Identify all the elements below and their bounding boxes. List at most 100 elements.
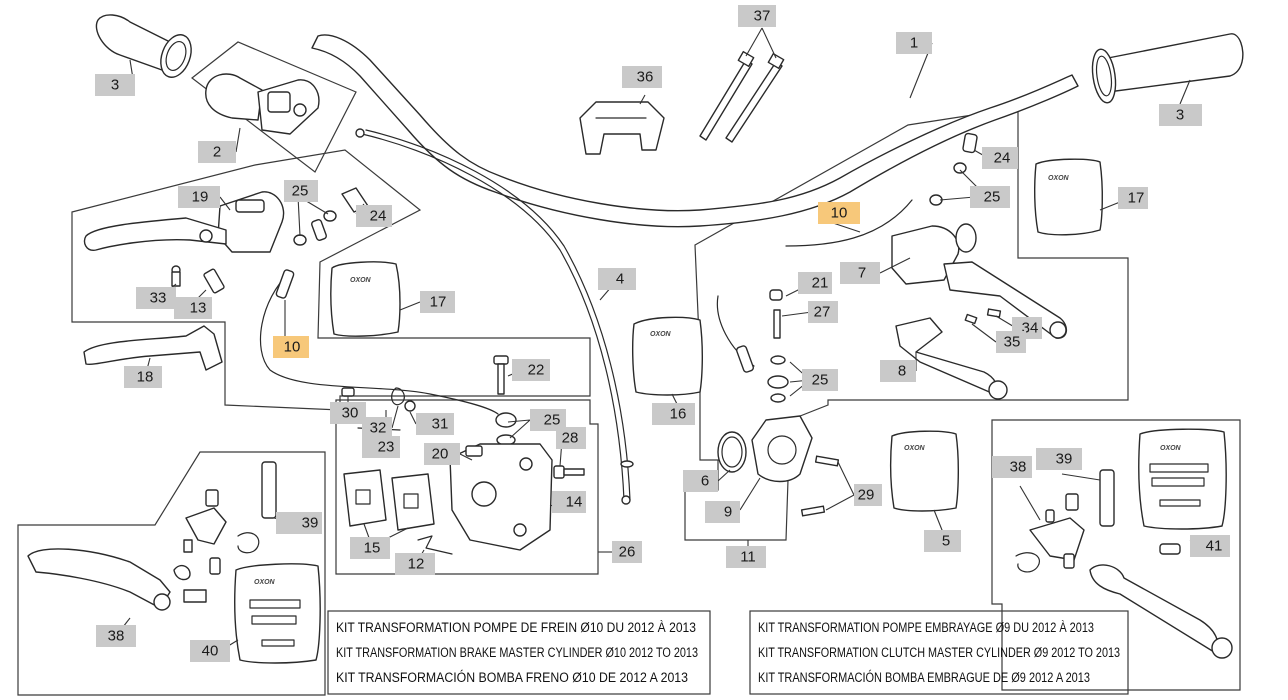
callout-24-right: 24 bbox=[982, 147, 1018, 169]
callout-10-left: 10 bbox=[273, 336, 309, 358]
svg-text:30: 30 bbox=[342, 405, 359, 422]
kit-captions: KIT TRANSFORMATION POMPE DE FREIN Ø10 DU… bbox=[336, 620, 1120, 685]
svg-text:25: 25 bbox=[544, 412, 561, 429]
kit-caption-box-clutch bbox=[749, 610, 1129, 695]
brake-master-cylinder bbox=[83, 191, 285, 253]
brake-kit-bag: OXON bbox=[234, 563, 321, 664]
brake-kit-caption-es: KIT TRANSFORMACIÓN BOMBA FRENO Ø10 DE 20… bbox=[336, 670, 688, 685]
brake-kit-bag-brand: OXON bbox=[254, 579, 276, 586]
svg-text:14: 14 bbox=[566, 494, 583, 511]
callout-7: 7 bbox=[840, 262, 880, 284]
svg-text:38: 38 bbox=[108, 628, 125, 645]
bag-middle-brand: OXON bbox=[650, 331, 672, 338]
callout-23: 23 bbox=[362, 436, 400, 458]
svg-text:12: 12 bbox=[408, 556, 425, 573]
group-outline-brake-pump bbox=[71, 149, 591, 411]
svg-text:25: 25 bbox=[292, 183, 309, 200]
svg-text:11: 11 bbox=[740, 549, 756, 566]
svg-text:5: 5 bbox=[942, 533, 950, 550]
callout-35: 35 bbox=[996, 331, 1026, 353]
svg-text:39: 39 bbox=[302, 515, 319, 532]
callout-17-left: 17 bbox=[420, 291, 455, 313]
svg-text:13: 13 bbox=[190, 300, 207, 317]
svg-text:21: 21 bbox=[812, 275, 829, 292]
svg-text:9: 9 bbox=[724, 504, 732, 521]
svg-text:8: 8 bbox=[898, 363, 906, 380]
svg-text:38: 38 bbox=[1010, 459, 1027, 476]
callout-38-right: 38 bbox=[992, 456, 1032, 478]
svg-text:31: 31 bbox=[432, 416, 449, 433]
left-brake-hose bbox=[259, 271, 499, 415]
svg-text:39: 39 bbox=[1056, 451, 1073, 468]
parts: OXON bbox=[27, 14, 1244, 664]
right-hose-fitting bbox=[736, 345, 754, 373]
callout-8: 8 bbox=[880, 360, 916, 382]
callout-21: 21 bbox=[798, 272, 832, 294]
svg-text:25: 25 bbox=[812, 372, 829, 389]
callout-20: 20 bbox=[424, 443, 460, 465]
callout-39-left: 39 bbox=[276, 512, 322, 534]
cable-ties bbox=[699, 50, 785, 143]
svg-text:3: 3 bbox=[1176, 107, 1184, 124]
pad-pin bbox=[417, 535, 453, 555]
brake-lever bbox=[83, 325, 223, 371]
callout-39-right: 39 bbox=[1036, 448, 1082, 470]
callout-1: 1 bbox=[896, 32, 932, 54]
callout-15: 15 bbox=[350, 537, 390, 559]
callout-16: 16 bbox=[652, 403, 695, 425]
long-brake-hose bbox=[355, 128, 634, 505]
group-outline-throttle bbox=[191, 41, 357, 173]
svg-text:10: 10 bbox=[831, 205, 848, 222]
brake-pads bbox=[343, 469, 435, 531]
callout-27: 27 bbox=[808, 301, 838, 323]
svg-text:10: 10 bbox=[284, 339, 301, 356]
left-grip bbox=[95, 14, 192, 78]
small-screws-34-35 bbox=[964, 308, 1002, 325]
svg-text:24: 24 bbox=[370, 208, 387, 225]
group-outline-brake-kit bbox=[17, 451, 326, 696]
svg-text:16: 16 bbox=[670, 406, 687, 423]
callout-22: 22 bbox=[512, 359, 550, 381]
callout-25-right-bottom: 25 bbox=[802, 369, 838, 391]
clutch-kit-caption-fr: KIT TRANSFORMATION POMPE EMBRAYAGE Ø9 DU… bbox=[758, 620, 1094, 635]
group-outline-caliper bbox=[335, 399, 599, 575]
callout-17-right: 17 bbox=[1118, 187, 1148, 209]
svg-text:18: 18 bbox=[137, 369, 154, 386]
slave-cylinder-bolts bbox=[800, 455, 840, 517]
svg-text:17: 17 bbox=[430, 294, 447, 311]
bag-right: OXON bbox=[1033, 158, 1104, 236]
callout-36: 36 bbox=[622, 66, 662, 88]
svg-text:25: 25 bbox=[984, 189, 1001, 206]
callout-31: 31 bbox=[416, 413, 454, 435]
svg-text:27: 27 bbox=[814, 304, 831, 321]
callout-2: 2 bbox=[198, 141, 236, 163]
clutch-lever bbox=[895, 317, 1008, 400]
brake-kit-caption-en: KIT TRANSFORMATION BRAKE MASTER CYLINDER… bbox=[336, 645, 698, 660]
callout-37: 37 bbox=[738, 5, 776, 27]
callout-9: 9 bbox=[705, 501, 740, 523]
svg-text:23: 23 bbox=[378, 439, 395, 456]
bleed-screw-parts bbox=[767, 289, 789, 403]
svg-text:6: 6 bbox=[701, 473, 709, 490]
bag-five: OXON bbox=[889, 430, 960, 512]
callout-29: 29 bbox=[854, 484, 882, 506]
svg-text:7: 7 bbox=[858, 265, 866, 282]
callout-10-right: 10 bbox=[818, 202, 860, 224]
svg-text:37: 37 bbox=[754, 8, 771, 25]
small-bolts-13-33 bbox=[171, 265, 225, 294]
group-outline-clutch-kit bbox=[991, 419, 1241, 691]
clutch-kit-parts bbox=[1015, 469, 1233, 659]
bag-left-brand: OXON bbox=[350, 277, 372, 284]
svg-text:19: 19 bbox=[192, 189, 209, 206]
bag-five-brand: OXON bbox=[904, 445, 926, 452]
svg-text:2: 2 bbox=[213, 144, 221, 161]
svg-text:35: 35 bbox=[1004, 334, 1021, 351]
clutch-kit-bag-brand: OXON bbox=[1160, 445, 1182, 452]
clutch-kit-bag: OXON bbox=[1138, 428, 1227, 530]
brake-kit-parts bbox=[27, 461, 277, 611]
bag-middle: OXON bbox=[631, 316, 704, 396]
callout-19: 19 bbox=[178, 186, 220, 208]
svg-text:28: 28 bbox=[562, 430, 579, 447]
callout-13: 13 bbox=[174, 297, 212, 319]
